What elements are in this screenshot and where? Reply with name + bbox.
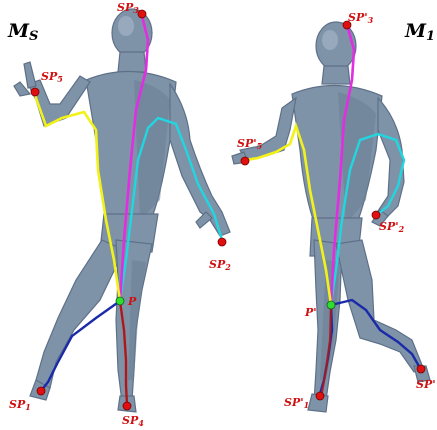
target-model-title: M1 xyxy=(404,20,435,44)
source-model-title: MS xyxy=(7,20,38,44)
source-sp3-label: SP3 xyxy=(117,1,139,15)
target-sp1-label: SP'1 xyxy=(284,396,309,410)
source-sp2-marker xyxy=(218,238,226,246)
target-sp5-marker xyxy=(241,157,249,165)
target-p-marker xyxy=(327,301,335,309)
source-sp1-marker xyxy=(37,387,45,395)
source-sp1-label: SP1 xyxy=(9,398,31,412)
target-sp2-marker xyxy=(372,211,380,219)
target-sp2-label: SP'2 xyxy=(379,220,405,234)
target-sp4-label: SP' xyxy=(416,378,436,391)
source-sp5-label: SP5 xyxy=(41,70,63,84)
source-sp4-label: SP4 xyxy=(122,414,144,428)
target-sp5-label: SP'5 xyxy=(237,137,263,151)
source-sp4-marker xyxy=(123,402,131,410)
source-sp2-label: SP2 xyxy=(209,258,231,272)
source-sp3-marker xyxy=(138,10,146,18)
source-p-label: P xyxy=(127,295,137,308)
target-p-label: P' xyxy=(304,306,317,319)
target-sp1-marker xyxy=(316,392,324,400)
target-model: M1 SP'3 SP'5 SP'2 P' SP'1 SP' xyxy=(232,11,436,412)
target-body-mesh xyxy=(232,22,430,412)
source-model: MS SP3 SP5 SP2 P SP1 SP4 xyxy=(7,1,231,428)
target-sp4-marker xyxy=(417,365,425,373)
source-p-marker xyxy=(116,297,124,305)
source-sp5-marker xyxy=(31,88,39,96)
target-sp3-label: SP'3 xyxy=(348,11,374,25)
